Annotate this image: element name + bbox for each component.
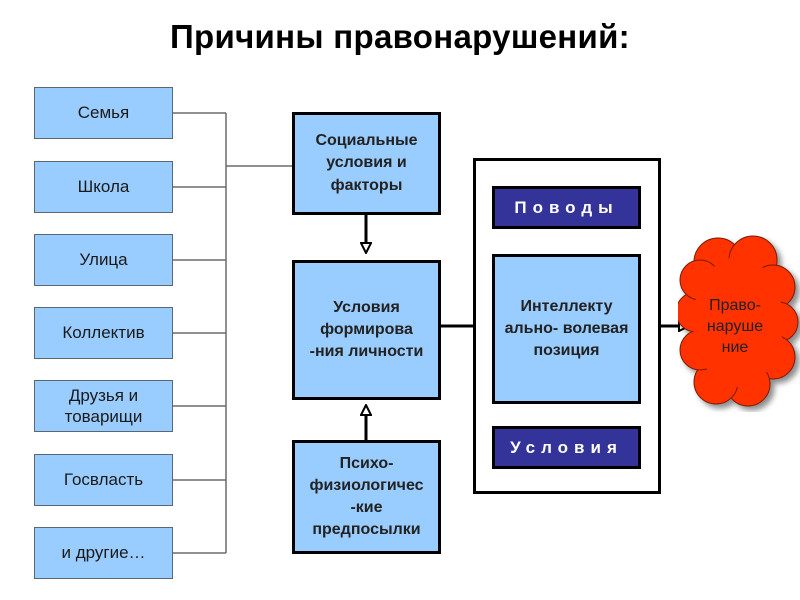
source-box-school: Школа bbox=[34, 161, 173, 213]
reasons-box: Поводы bbox=[492, 186, 641, 229]
social-factors-box: Социальные условия и факторы bbox=[292, 112, 441, 215]
position-label: Интеллекту ально- волевая позиция bbox=[504, 297, 629, 360]
conditions-label: Условия bbox=[510, 437, 623, 457]
source-label: Коллектив bbox=[62, 323, 145, 343]
source-bracket bbox=[173, 112, 292, 554]
source-label: Семья bbox=[77, 103, 130, 123]
source-box-others: и другие… bbox=[34, 527, 173, 579]
psychophysiological-box: Психо- физиологичес -кие предпосылки bbox=[292, 440, 441, 554]
offense-label: Право- наруше ние bbox=[706, 297, 764, 356]
position-box: Интеллекту ально- волевая позиция bbox=[492, 254, 641, 404]
source-box-family: Семья bbox=[34, 87, 173, 139]
source-box-friends: Друзья и товарищи bbox=[34, 380, 173, 432]
source-box-government: Госвласть bbox=[34, 454, 173, 506]
source-label: Улица bbox=[79, 250, 128, 270]
source-label: Друзья и товарищи bbox=[64, 385, 143, 426]
psychophysiological-label: Психо- физиологичес -кие предпосылки bbox=[309, 454, 424, 539]
personality-conditions-label: Условия формирова -ния личности bbox=[309, 298, 424, 361]
source-label: и другие… bbox=[61, 543, 146, 563]
source-label: Школа bbox=[77, 177, 130, 197]
source-label: Госвласть bbox=[63, 470, 144, 490]
page-title: Причины правонарушений: bbox=[170, 18, 630, 55]
personality-conditions-box: Условия формирова -ния личности bbox=[292, 260, 441, 400]
offense-cloud-icon bbox=[678, 235, 799, 407]
source-box-street: Улица bbox=[34, 234, 173, 286]
conditions-box: Условия bbox=[492, 426, 641, 469]
reasons-label: Поводы bbox=[514, 197, 619, 217]
social-factors-label: Социальные условия и факторы bbox=[315, 132, 418, 194]
source-box-collective: Коллектив bbox=[34, 307, 173, 359]
